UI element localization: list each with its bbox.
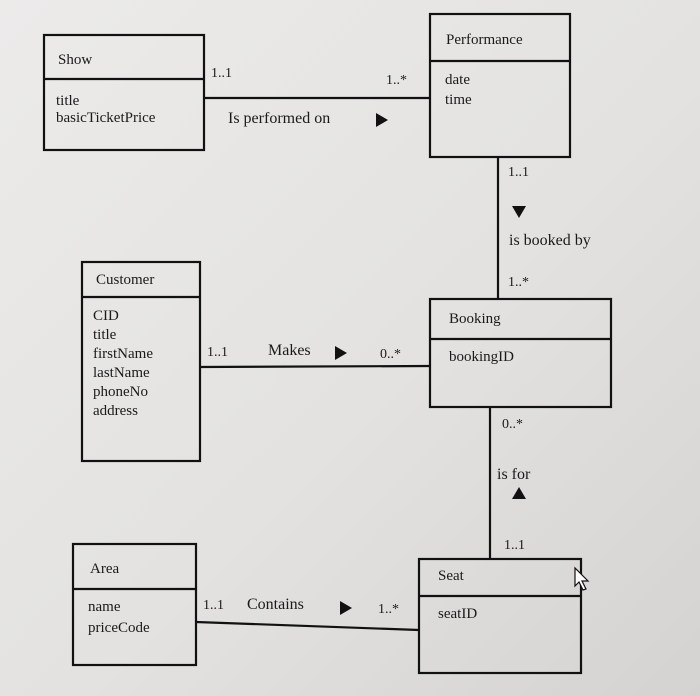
attribute: seatID (438, 606, 477, 622)
multiplicity-seat: 1..1 (504, 538, 525, 553)
relationship-area-seat: 1..1 Contains 1..* (203, 596, 399, 617)
entity-box (71, 542, 198, 667)
relationship-label: Is performed on (228, 110, 330, 127)
entity-name: Area (90, 561, 119, 577)
entity-box (428, 297, 613, 409)
multiplicity-area: 1..1 (203, 598, 224, 613)
entity-box (428, 12, 572, 159)
relationship-booking-seat: 0..* is for 1..1 (497, 417, 531, 553)
attribute: address (93, 403, 138, 419)
direction-arrow-up-icon (512, 487, 526, 499)
entity-box (417, 557, 583, 675)
entity-name: Show (58, 52, 92, 68)
multiplicity-performance: 1..* (386, 73, 407, 88)
entity-area[interactable]: Area name priceCode (71, 542, 198, 667)
entity-name: Customer (96, 272, 154, 288)
entity-name: Booking (449, 311, 501, 327)
multiplicity-booking: 0..* (380, 347, 401, 362)
attribute: title (93, 327, 117, 343)
direction-arrow-right-icon (376, 113, 388, 127)
direction-arrow-right-icon (335, 346, 347, 360)
multiplicity-booking: 0..* (502, 417, 523, 432)
relationship-label: is booked by (509, 232, 591, 249)
attribute: basicTicketPrice (56, 110, 156, 126)
attribute: CID (93, 308, 119, 324)
entity-show[interactable]: Show title basicTicketPrice (42, 33, 206, 152)
relationship-label: Makes (268, 342, 311, 359)
mouse-cursor-icon (574, 566, 590, 591)
relationship-label: Contains (247, 596, 304, 613)
entity-customer[interactable]: Customer CID title firstName lastName ph… (80, 260, 202, 463)
relationship-label: is for (497, 466, 531, 483)
entity-box (80, 260, 202, 463)
entity-name: Performance (446, 32, 523, 48)
entity-booking[interactable]: Booking bookingID (428, 297, 613, 409)
entity-box (42, 33, 206, 152)
multiplicity-seat: 1..* (378, 602, 399, 617)
relationship-customer-booking: 1..1 Makes 0..* (207, 342, 401, 362)
multiplicity-customer: 1..1 (207, 345, 228, 360)
entity-performance[interactable]: Performance date time (428, 12, 572, 159)
line-customer-booking (199, 364, 431, 369)
attribute: date (445, 72, 470, 88)
attribute: priceCode (88, 620, 150, 636)
line-area-seat (195, 620, 420, 632)
attribute: time (445, 92, 472, 108)
relationship-performance-booking: 1..1 is booked by 1..* (508, 165, 591, 290)
attribute: title (56, 93, 80, 109)
multiplicity-performance: 1..1 (508, 165, 529, 180)
multiplicity-booking: 1..* (508, 275, 529, 290)
attribute: phoneNo (93, 384, 148, 400)
direction-arrow-down-icon (512, 206, 526, 218)
attribute: lastName (93, 365, 150, 381)
attribute: name (88, 599, 121, 615)
direction-arrow-right-icon (340, 601, 352, 615)
attribute: bookingID (449, 349, 514, 365)
entity-seat[interactable]: Seat seatID (417, 557, 583, 675)
attribute: firstName (93, 346, 153, 362)
multiplicity-show: 1..1 (211, 66, 232, 81)
entity-name: Seat (438, 568, 465, 584)
relationship-show-performance: 1..1 1..* Is performed on (211, 66, 407, 127)
